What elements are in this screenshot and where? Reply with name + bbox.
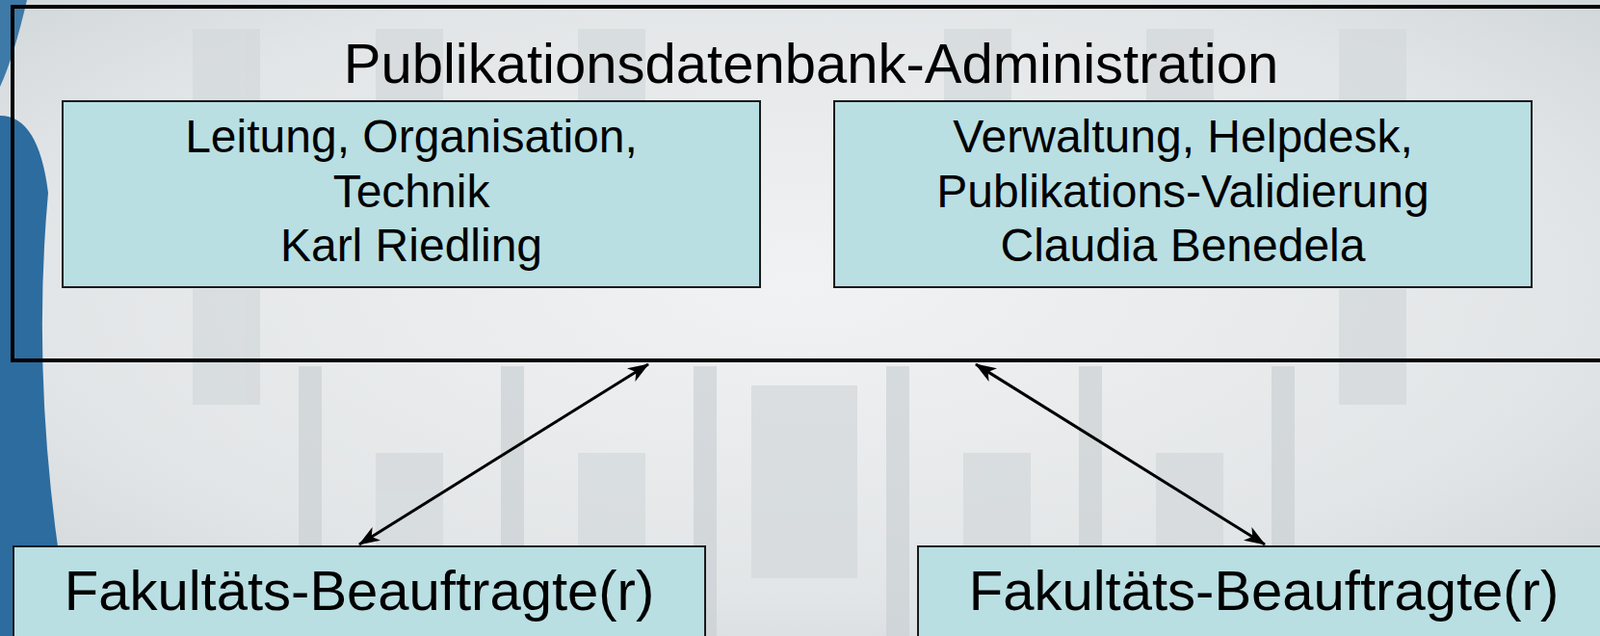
faculty-box: Fakultäts-Beauftragte(r)	[12, 545, 707, 636]
double-arrow	[359, 364, 649, 545]
role-text: Verwaltung, Helpdesk, Publikations-Valid…	[922, 109, 1443, 219]
role-box: Leitung, Organisation, TechnikKarl Riedl…	[61, 100, 761, 289]
double-arrow	[975, 364, 1265, 545]
person-name: Claudia Benedela	[922, 218, 1443, 274]
faculty-label: Fakultäts-Beauftragte(r)	[14, 558, 705, 624]
person-name: Karl Riedling	[151, 218, 672, 274]
admin-frame: Leitung, Organisation, TechnikKarl Riedl…	[10, 4, 1600, 363]
faculty-box: Fakultäts-Beauftragte(r)	[917, 545, 1600, 636]
frame-title: Publikationsdatenbank-Administration	[343, 31, 1279, 97]
role-box: Verwaltung, Helpdesk, Publikations-Valid…	[833, 100, 1533, 289]
role-text: Leitung, Organisation, Technik	[151, 109, 672, 219]
faculty-label: Fakultäts-Beauftragte(r)	[918, 558, 1600, 624]
